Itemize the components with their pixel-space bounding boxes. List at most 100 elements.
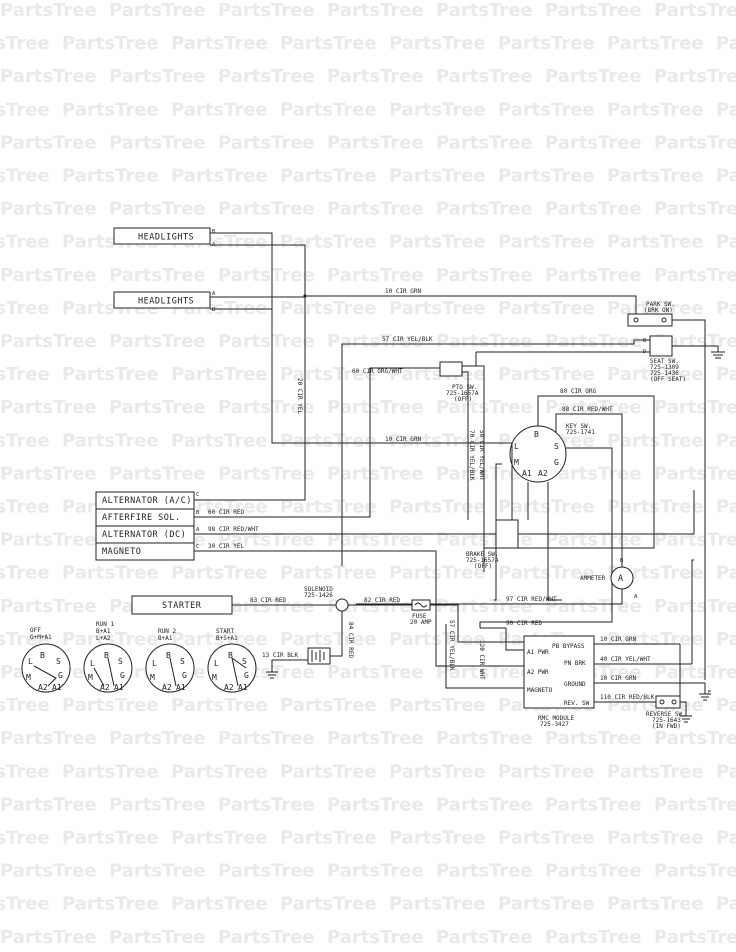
fuse-rating: 20 AMP: [410, 619, 432, 626]
watermark-text: PartsTree: [436, 861, 533, 882]
watermark-text: PartsTree: [327, 662, 424, 683]
watermark-text: PartsTree: [327, 132, 424, 153]
watermark-text: PartsTree: [327, 794, 424, 815]
watermark-text: PartsTree: [716, 695, 736, 716]
wire-label: 84 CIR RED: [347, 622, 354, 659]
key-terminal: M: [150, 673, 155, 682]
watermark-text: PartsTree: [654, 596, 736, 617]
watermark-text: PartsTree: [0, 265, 97, 286]
watermark-text: PartsTree: [607, 629, 704, 650]
pin-label: E: [708, 690, 711, 696]
key-terminal: S: [118, 657, 123, 666]
watermark-text: PartsTree: [654, 728, 736, 749]
watermark-text: PartsTree: [0, 463, 97, 484]
watermark-text: PartsTree: [389, 563, 486, 584]
key-terminal: G: [554, 458, 559, 467]
key-terminal: M: [88, 673, 93, 682]
watermark-text: PartsTree: [545, 463, 642, 484]
watermark-text: PartsTree: [654, 927, 736, 948]
watermark-text: PartsTree: [218, 397, 315, 418]
watermark-text: PartsTree: [654, 794, 736, 815]
rmc-part: 725-3427: [540, 721, 569, 728]
watermark-text: PartsTree: [0, 0, 97, 21]
wire-label: 80 CIR ORG: [560, 388, 597, 395]
watermark-text: PartsTree: [545, 265, 642, 286]
pto-sw-label: PTO SW.: [452, 384, 477, 391]
wire-label: 60 CIR ORG/WHT: [352, 368, 403, 375]
key-position-off: OFF G+M+A1 B L S G M A2 A1: [21, 627, 71, 693]
pin-label: A: [196, 527, 200, 533]
watermark-text: PartsTree: [498, 761, 595, 782]
rmc-pin: REV. SW: [564, 700, 590, 707]
seat-sw-label: SEAT SW.: [650, 358, 679, 365]
key-terminal: M: [26, 673, 31, 682]
key-terminal: A2: [38, 683, 48, 692]
watermark-text: PartsTree: [0, 430, 50, 451]
watermark-text: PartsTree: [389, 761, 486, 782]
watermark-text: PartsTree: [280, 894, 377, 915]
watermark-text: PartsTree: [389, 232, 486, 253]
key-terminal: A1: [114, 683, 124, 692]
key-position-run1: RUN 1 B+A1 L+A2 B L S G M A2 A1: [83, 621, 133, 693]
watermark-text: PartsTree: [327, 397, 424, 418]
alternator-dc-label: ALTERNATOR (DC): [102, 530, 186, 540]
seat-sw-state: (OFF SEAT): [650, 376, 686, 383]
watermark-text: PartsTree: [716, 828, 736, 849]
watermark-text: PartsTree: [716, 430, 736, 451]
watermark-text: PartsTree: [109, 463, 206, 484]
watermark-text: PartsTree: [0, 530, 97, 551]
watermark-text: PartsTree: [109, 331, 206, 352]
watermark-text: PartsTree: [389, 695, 486, 716]
key-terminal: A2: [224, 683, 234, 692]
rmc-pin: MAGNETO: [527, 687, 553, 694]
watermark-text: PartsTree: [280, 33, 377, 54]
ammeter-label: AMMETER: [580, 575, 606, 582]
wire-label: 30 CIR YEL: [208, 543, 245, 550]
watermark-text: PartsTree: [0, 629, 50, 650]
watermark-text: PartsTree: [327, 0, 424, 21]
watermark-text: PartsTree: [545, 596, 642, 617]
fuse-label: FUSE: [412, 613, 427, 620]
afterfire-sol-label: AFTERFIRE SOL.: [102, 513, 181, 523]
key-pos-title: RUN 2: [158, 628, 176, 635]
watermark-text: PartsTree: [280, 99, 377, 120]
watermark-text: PartsTree: [436, 0, 533, 21]
park-sw-label: PARK SW.: [646, 301, 675, 308]
headlights-box-1: [113, 227, 211, 245]
watermark-text: PartsTree: [280, 364, 377, 385]
key-terminal: S: [56, 657, 61, 666]
watermark-text: PartsTree: [171, 166, 268, 187]
pto-sw-state: (OFF): [454, 396, 472, 403]
watermark-text: PartsTree: [171, 563, 268, 584]
watermark-text: PartsTree: [436, 596, 533, 617]
seat-sw-part: 725-1309: [650, 364, 679, 371]
watermark-text: PartsTree: [654, 132, 736, 153]
watermark-text: PartsTree: [545, 0, 642, 21]
watermark-text: PartsTree: [498, 563, 595, 584]
watermark-text: PartsTree: [607, 497, 704, 518]
watermark-text: PartsTree: [716, 166, 736, 187]
watermark-text: PartsTree: [0, 497, 50, 518]
watermark-text: PartsTree: [171, 828, 268, 849]
key-terminal: M: [514, 458, 519, 467]
park-sw-state: (BRK ON): [644, 307, 673, 314]
watermark-text: PartsTree: [654, 530, 736, 551]
key-terminal: A2: [538, 469, 548, 478]
key-terminal: S: [180, 657, 185, 666]
watermark-text: PartsTree: [498, 894, 595, 915]
key-pos-combo: L+A2: [96, 635, 111, 642]
watermark-text: PartsTree: [498, 298, 595, 319]
watermark-text: PartsTree: [218, 331, 315, 352]
watermark-text: PartsTree: [327, 728, 424, 749]
watermark-text: PartsTree: [62, 695, 159, 716]
watermark-text: PartsTree: [716, 298, 736, 319]
watermark-text: PartsTree: [280, 563, 377, 584]
watermark-text: PartsTree: [654, 265, 736, 286]
rmc-pin: PB BYPASS: [552, 643, 585, 650]
rmc-label: RMC MODULE: [538, 715, 575, 722]
reverse-sw-label: REVERSE SW.: [646, 711, 686, 718]
pin-label: B: [620, 558, 624, 564]
key-pos-combo: B+S+A1: [216, 635, 238, 642]
watermark-text: PartsTree: [0, 397, 97, 418]
watermark-text: PartsTree: [545, 530, 642, 551]
